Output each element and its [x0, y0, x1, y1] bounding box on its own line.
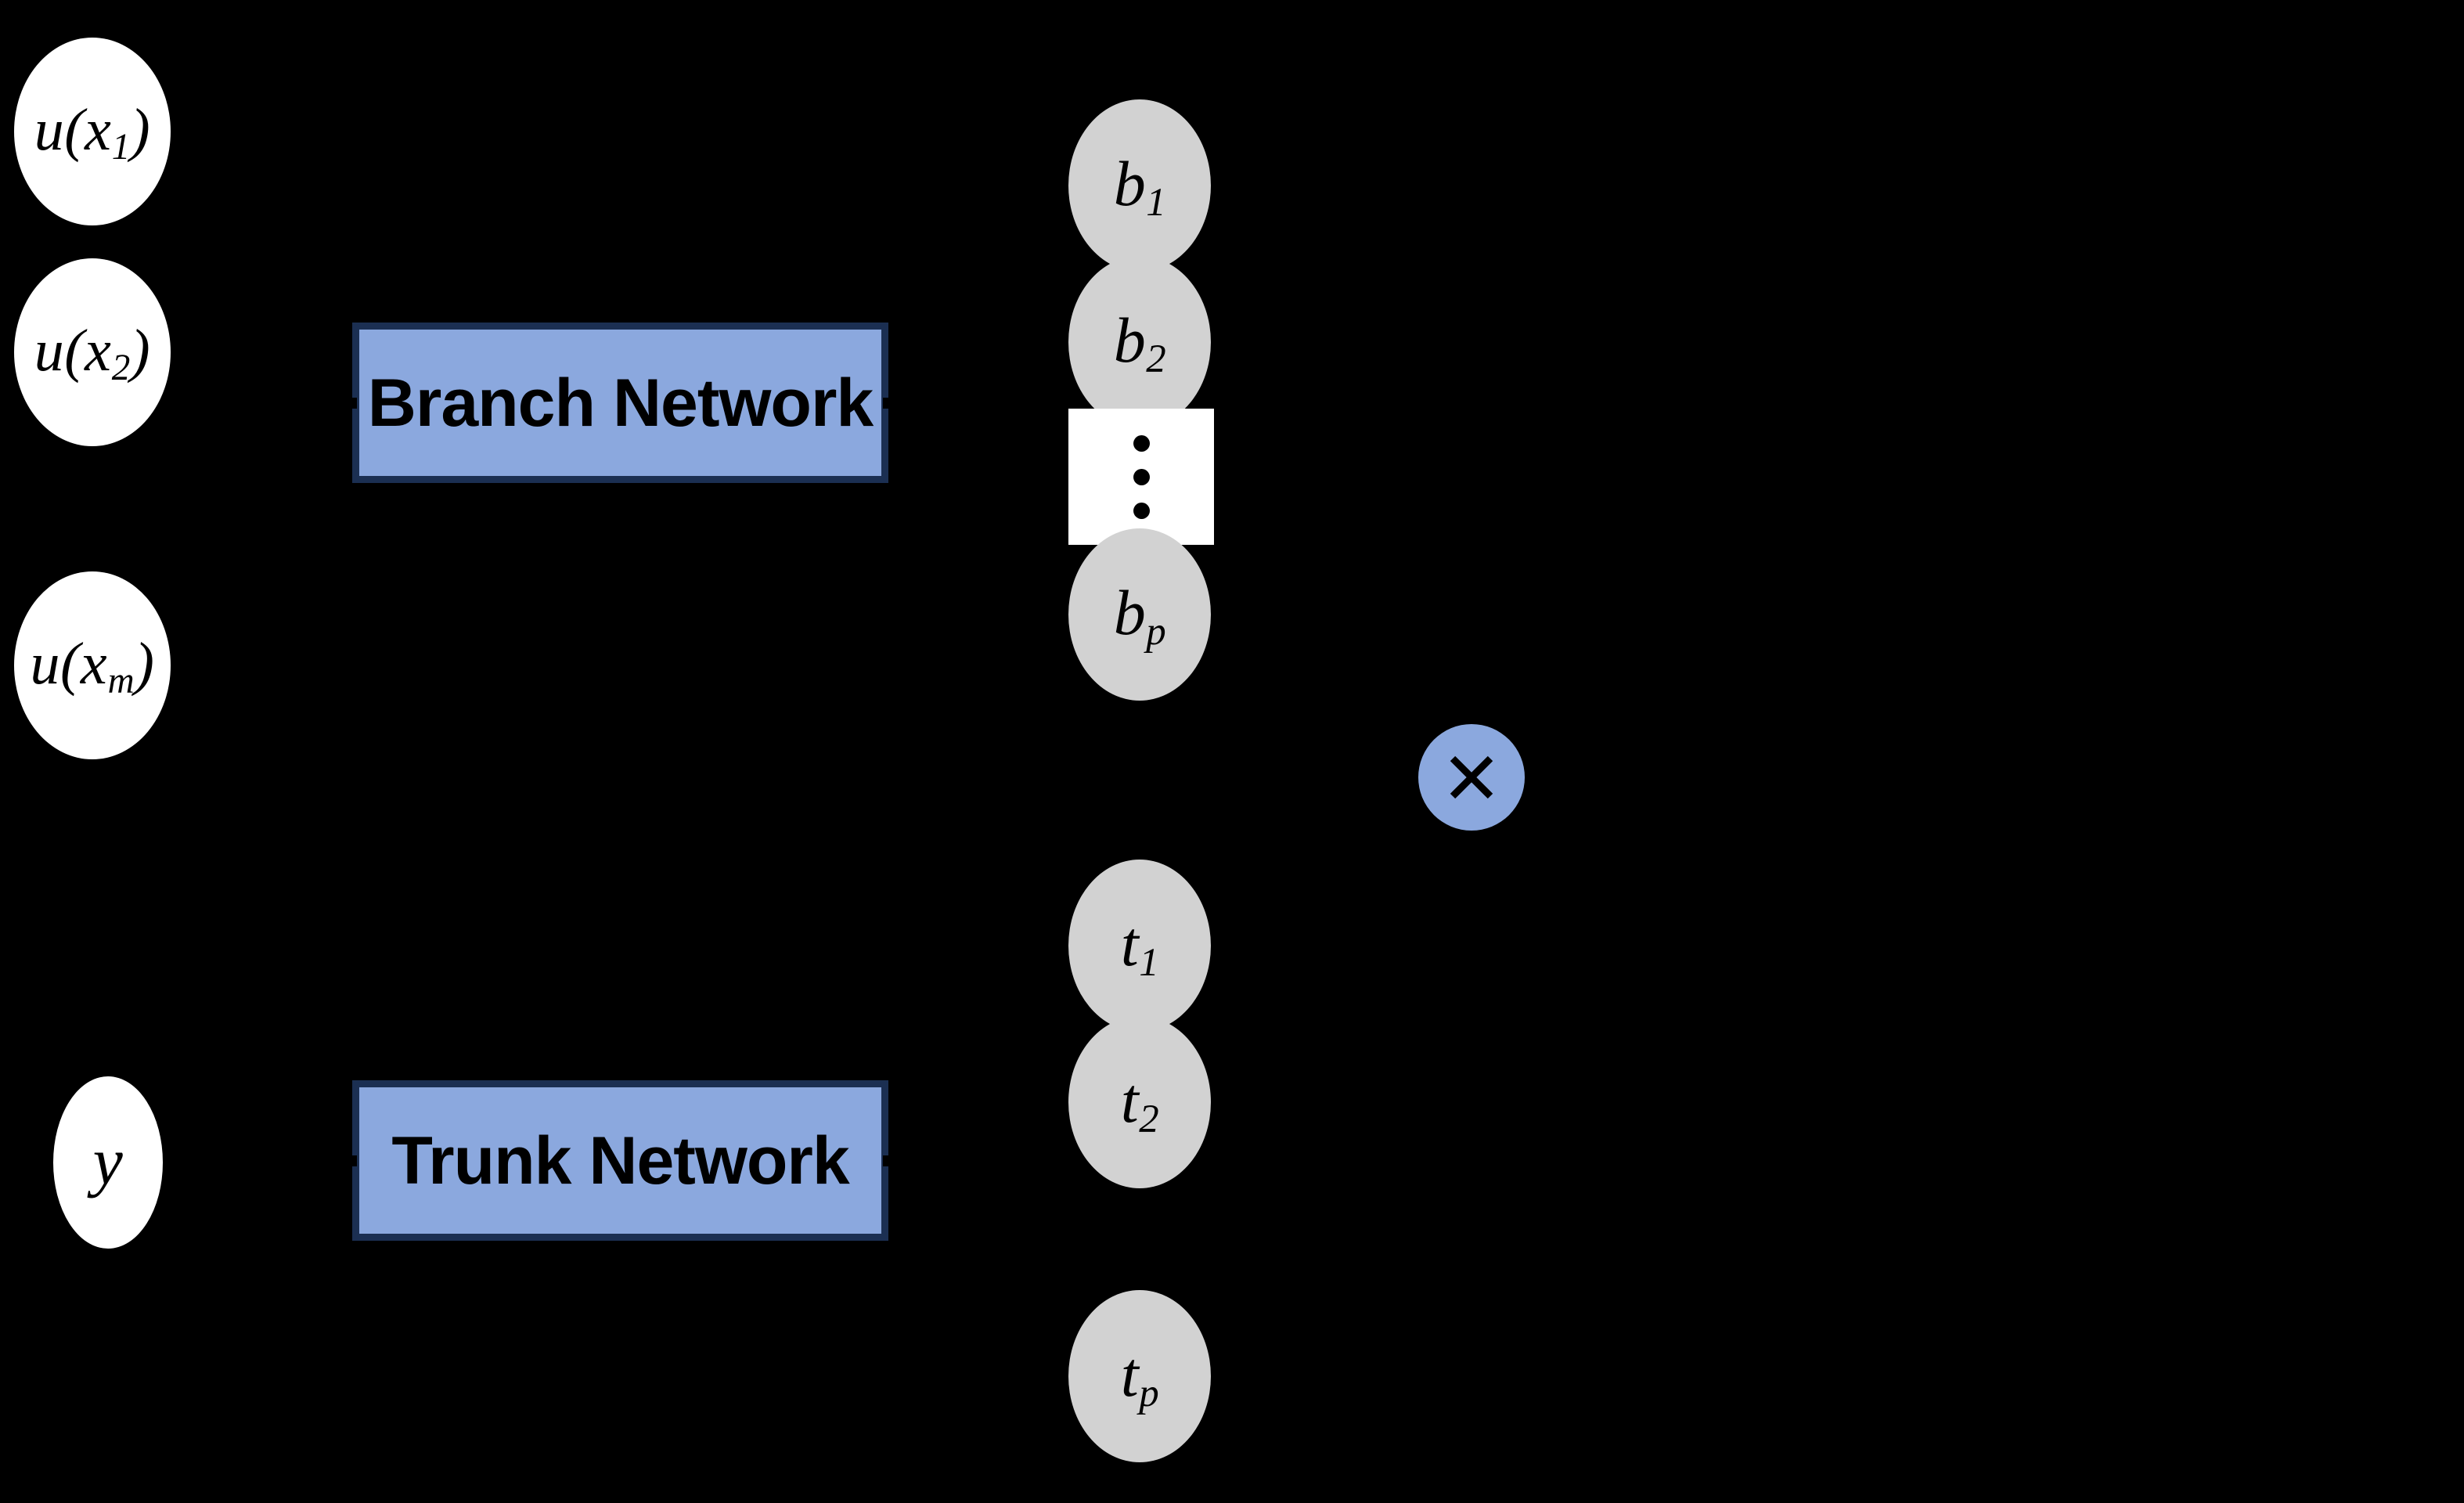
branch-output-connector-stub: [883, 398, 895, 409]
branch-vertical-ellipsis: [1068, 409, 1214, 545]
feature-node-bp-label: bp: [1113, 577, 1166, 654]
ellipsis-dot: [1133, 434, 1150, 452]
ellipsis-dot: [1133, 502, 1150, 519]
branch-network-box[interactable]: Branch Network: [352, 323, 888, 483]
input-node-u-x1-label: u(x1): [34, 97, 151, 168]
input-node-u-x2-label: u(x2): [34, 318, 151, 389]
feature-node-t2-label: t2: [1120, 1065, 1159, 1141]
feature-node-tp: tp: [1068, 1290, 1211, 1462]
multiply-operator-icon[interactable]: [1418, 724, 1525, 831]
input-node-u-x1: u(x1): [14, 38, 171, 225]
input-node-u-x2: u(x2): [14, 258, 171, 446]
feature-node-bp: bp: [1068, 528, 1211, 701]
input-node-u-xm-label: u(xm): [30, 631, 155, 702]
ellipsis-dot: [1133, 468, 1150, 485]
feature-node-b1-label: b1: [1113, 148, 1166, 225]
trunk-input-connector-stub: [344, 1155, 357, 1166]
feature-node-tp-label: tp: [1120, 1339, 1159, 1415]
feature-node-b2: b2: [1068, 256, 1211, 428]
branch-input-connector-stub: [344, 398, 357, 409]
input-node-u-xm: u(xm): [14, 571, 171, 759]
feature-node-t1-label: t1: [1120, 908, 1159, 985]
trunk-network-box[interactable]: Trunk Network: [352, 1080, 888, 1241]
feature-node-b1: b1: [1068, 99, 1211, 272]
feature-node-b2-label: b2: [1113, 305, 1166, 381]
input-node-y: y: [53, 1076, 163, 1249]
feature-node-t1: t1: [1068, 860, 1211, 1032]
feature-node-t2: t2: [1068, 1016, 1211, 1188]
input-node-y-label: y: [92, 1123, 124, 1198]
branch-network-label: Branch Network: [367, 365, 874, 441]
trunk-network-label: Trunk Network: [391, 1123, 849, 1198]
trunk-output-connector-stub: [883, 1155, 895, 1166]
